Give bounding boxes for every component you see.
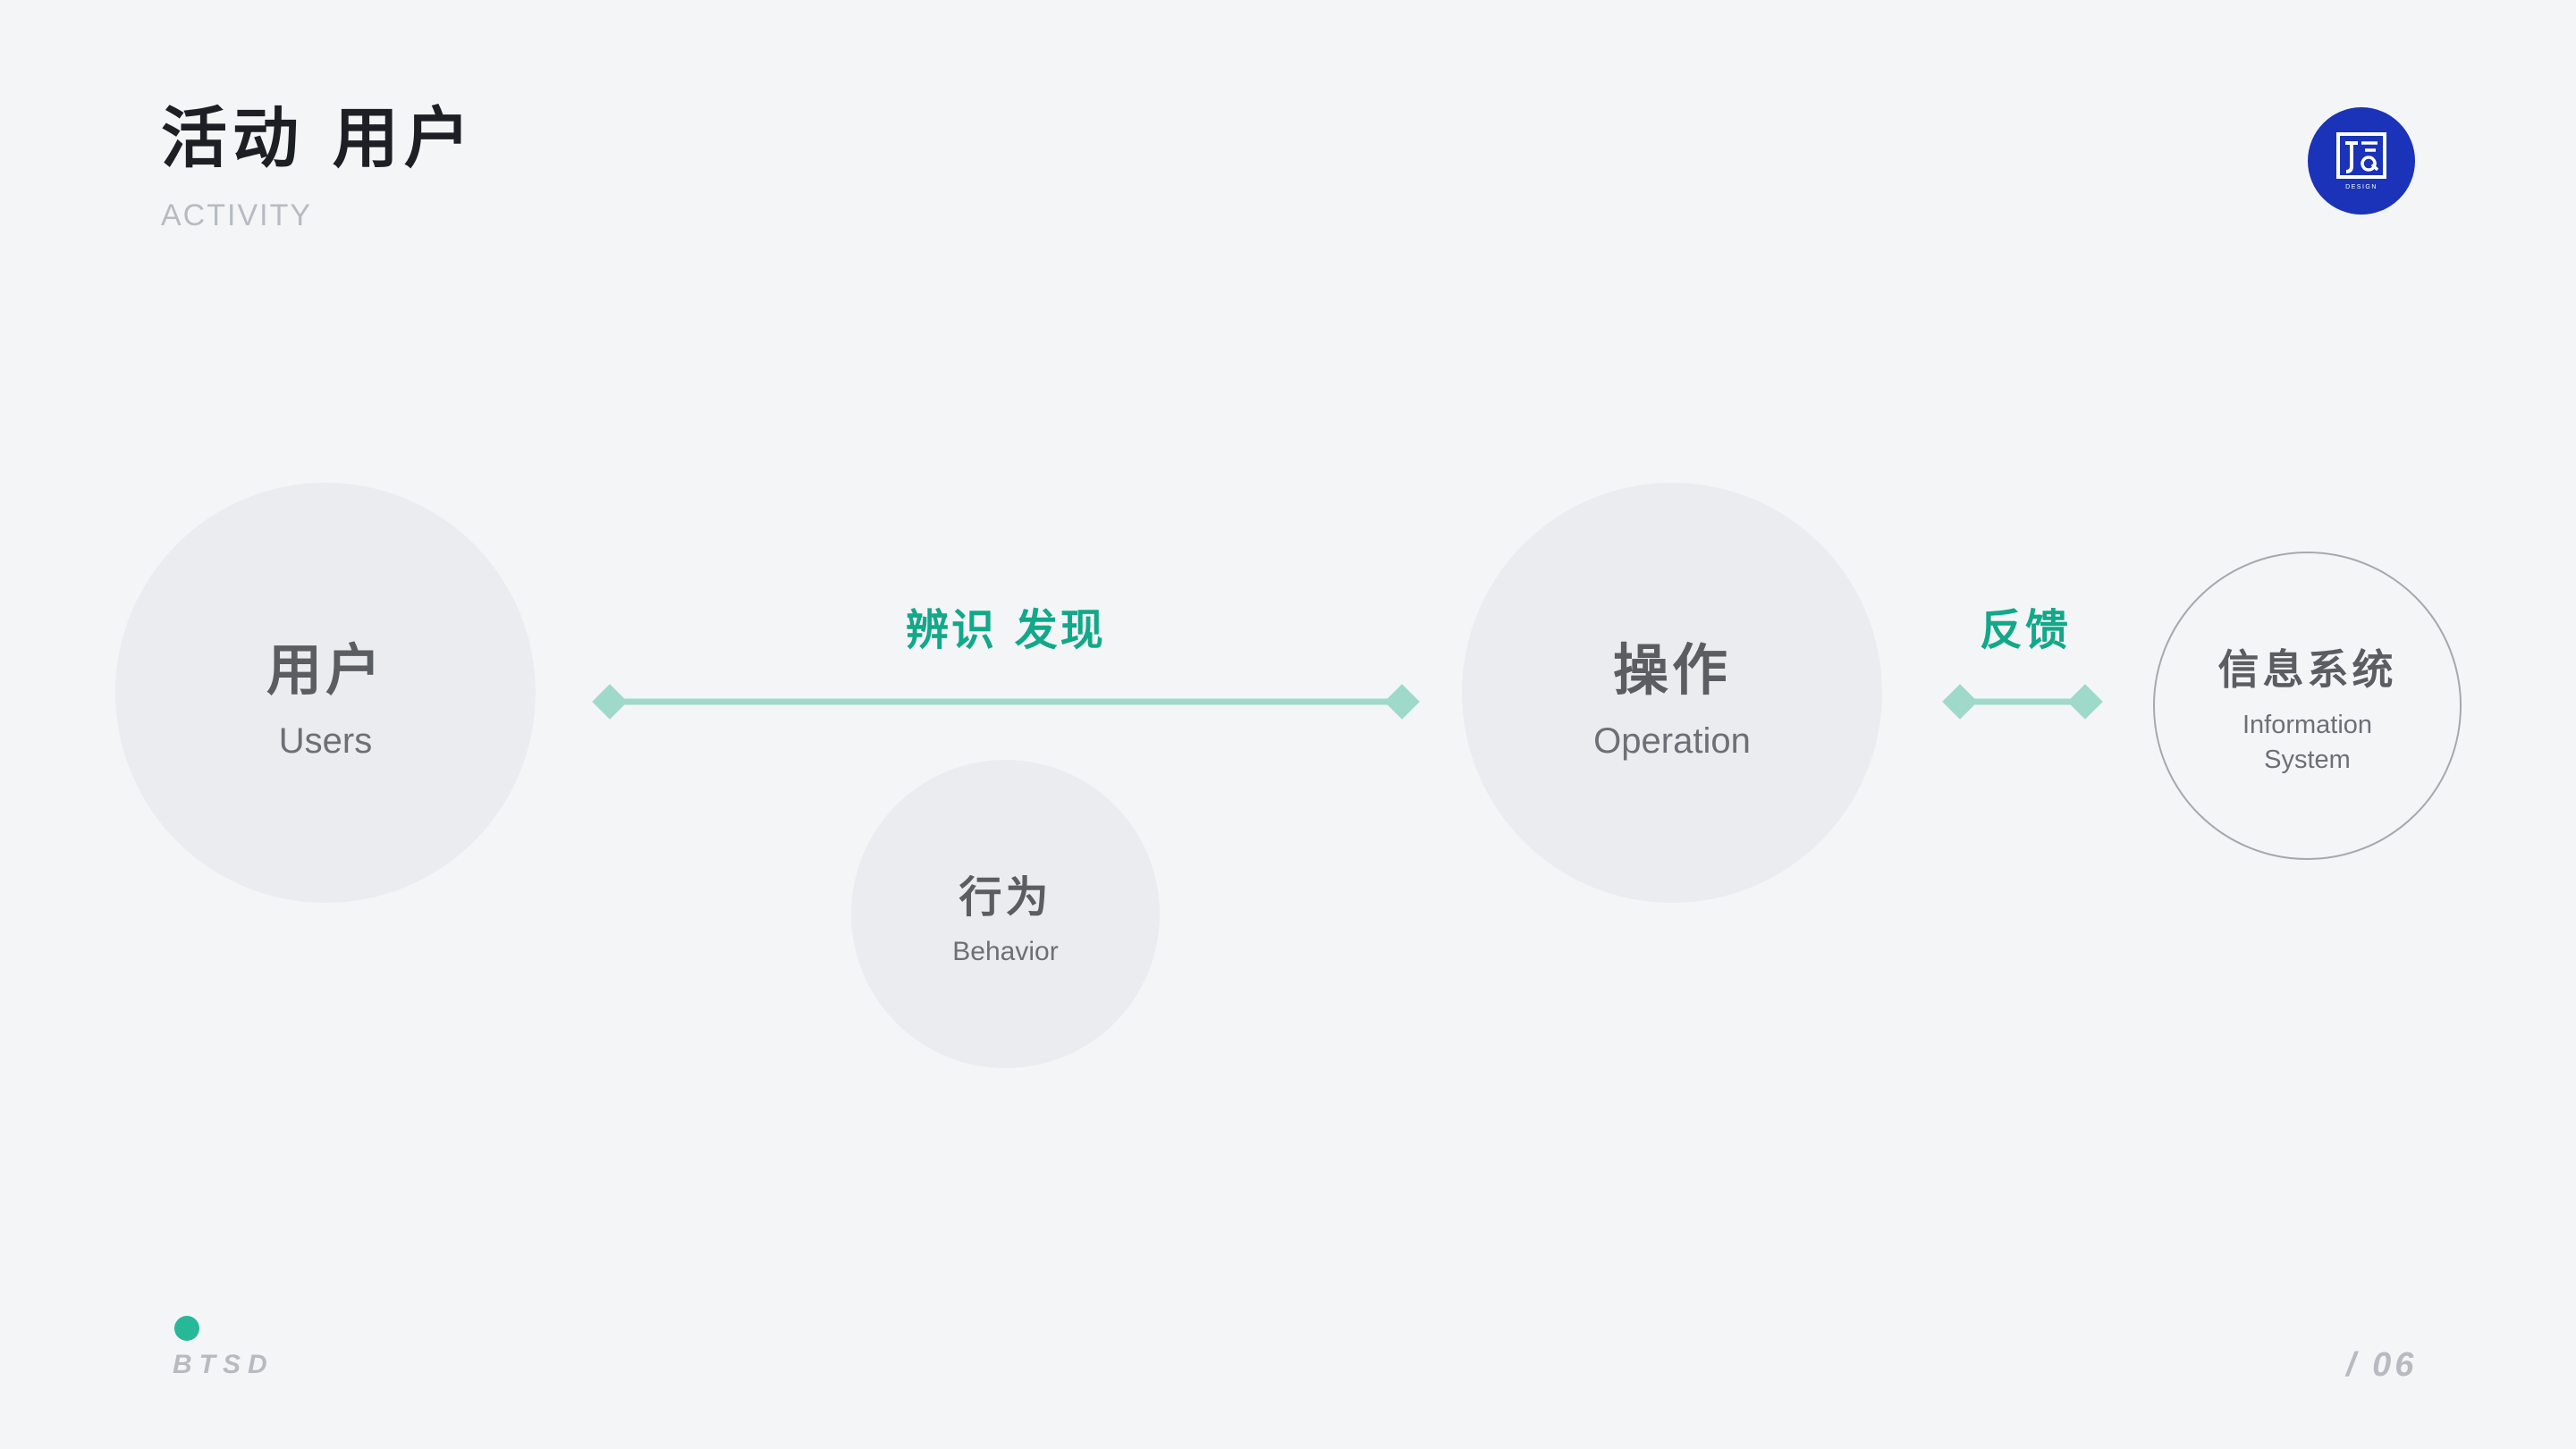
edge-users-operation — [592, 684, 1420, 720]
page-subtitle: ACTIVITY — [161, 198, 313, 232]
node-information-system-en-line1: Information — [2242, 710, 2373, 739]
diamond-endpoint — [2067, 684, 2103, 720]
diamond-endpoint — [592, 684, 628, 720]
edge-operation-information-system — [1942, 684, 2103, 720]
node-operation-en: Operation — [1593, 720, 1751, 761]
node-information-system: 信息系统 Information System — [2153, 552, 2462, 860]
node-information-system-en-line2: System — [2264, 745, 2351, 774]
node-users: 用户 Users — [115, 483, 536, 903]
node-users-zh: 用户 — [266, 636, 384, 703]
node-behavior-zh: 行为 — [959, 872, 1052, 922]
jq-design-logo-icon: DESIGN — [2308, 107, 2415, 215]
node-behavior: 行为 Behavior — [851, 760, 1160, 1068]
footer-brand: BTSD — [173, 1350, 274, 1379]
page-number: / 06 — [2346, 1346, 2418, 1384]
edge-label-identify-discover: 辨识 发现 — [906, 605, 1106, 655]
page-title: 活动 用户 — [161, 100, 476, 177]
footer-dot-icon — [174, 1316, 199, 1341]
node-operation-zh: 操作 — [1612, 636, 1731, 703]
node-users-en: Users — [278, 720, 373, 761]
node-behavior-en: Behavior — [952, 936, 1059, 966]
logo-text: DESIGN — [2345, 184, 2378, 190]
node-information-system-zh: 信息系统 — [2217, 644, 2397, 694]
diamond-endpoint — [1384, 684, 1420, 720]
edge-label-feedback: 反馈 — [1980, 605, 2072, 655]
diamond-endpoint — [1942, 684, 1978, 720]
node-operation: 操作 Operation — [1462, 483, 1882, 903]
